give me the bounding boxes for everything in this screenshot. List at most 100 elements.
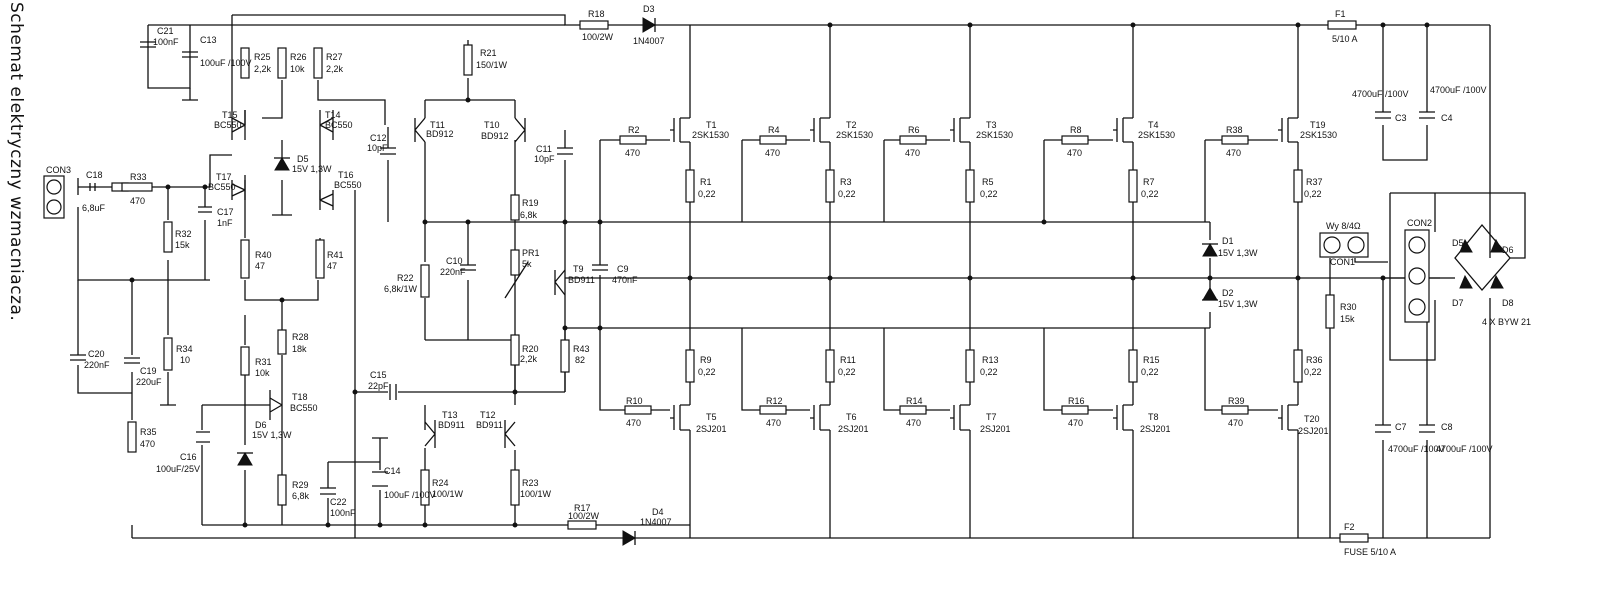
value-con1: Wy 8/4Ω bbox=[1326, 221, 1361, 231]
label-r11: R11 bbox=[840, 355, 856, 365]
value-t19: 2SK1530 bbox=[1300, 130, 1337, 140]
label-t1: T1 bbox=[706, 120, 717, 130]
label-d3: D3 bbox=[643, 4, 655, 14]
label-c15: C15 bbox=[370, 370, 387, 380]
value-r30: 15k bbox=[1340, 314, 1355, 324]
value-t11: BD912 bbox=[426, 129, 454, 139]
label-t9: T9 bbox=[573, 264, 584, 274]
label-c17: C17 bbox=[217, 207, 234, 217]
label-bridge-d7: D7 bbox=[1452, 298, 1464, 308]
value-d1: 15V 1,3W bbox=[1218, 248, 1258, 258]
label-bridge-d5: D5 bbox=[1452, 238, 1464, 248]
value-t16: BC550 bbox=[334, 180, 362, 190]
value-c17: 1nF bbox=[217, 218, 233, 228]
value-c12: 10pF bbox=[367, 143, 388, 153]
label-r34: R34 bbox=[176, 344, 193, 354]
label-r18: R18 bbox=[588, 9, 605, 19]
value-pr1: 5k bbox=[522, 259, 532, 269]
value-t7: 2SJ201 bbox=[980, 424, 1011, 434]
value-t18: BC550 bbox=[290, 403, 318, 413]
label-r1: R1 bbox=[700, 177, 712, 187]
label-r25: R25 bbox=[254, 52, 271, 62]
label-d6: D6 bbox=[255, 420, 267, 430]
label-c4: C4 bbox=[1441, 113, 1453, 123]
label-d5: D5 bbox=[297, 154, 309, 164]
label-d4: D4 bbox=[652, 507, 664, 517]
label-t14: T14 bbox=[325, 110, 341, 120]
value-t13: BD911 bbox=[438, 420, 465, 430]
label-r22: R22 bbox=[397, 273, 414, 283]
label-r35: R35 bbox=[140, 427, 157, 437]
value-r16: 470 bbox=[1068, 418, 1083, 428]
label-d1: D1 bbox=[1222, 236, 1234, 246]
label-r12: R12 bbox=[766, 396, 783, 406]
label-con3: CON3 bbox=[46, 165, 71, 175]
label-f1: F1 bbox=[1335, 9, 1346, 19]
value-c10: 220nF bbox=[440, 267, 466, 277]
value-t14: BC550 bbox=[325, 120, 353, 130]
label-r40: R40 bbox=[255, 250, 272, 260]
value-r37: 0,22 bbox=[1304, 189, 1322, 199]
value-r38: 470 bbox=[1226, 148, 1241, 158]
value-r19: 6,8k bbox=[520, 210, 538, 220]
label-t7: T7 bbox=[986, 412, 997, 422]
label-c3: C3 bbox=[1395, 113, 1407, 123]
value-r2: 470 bbox=[625, 148, 640, 158]
value-r21: 150/1W bbox=[476, 60, 508, 70]
value-c21: 100nF bbox=[153, 37, 179, 47]
value-t8: 2SJ201 bbox=[1140, 424, 1171, 434]
value-c19: 220uF bbox=[136, 377, 162, 387]
value-c18: 6,8uF bbox=[82, 203, 106, 213]
label-r16: R16 bbox=[1068, 396, 1085, 406]
component-labels: R18 100/2W D3 1N4007 F1 5/10 A C21 100nF… bbox=[46, 4, 1531, 557]
value-d6: 15V 1,3W bbox=[252, 430, 292, 440]
label-r14: R14 bbox=[906, 396, 923, 406]
value-r7: 0,22 bbox=[1141, 189, 1159, 199]
value-c7: 4700uF /100V bbox=[1388, 444, 1445, 454]
label-r6: R6 bbox=[908, 125, 920, 135]
label-c16: C16 bbox=[180, 452, 197, 462]
value-r26: 10k bbox=[290, 64, 305, 74]
value-t5: 2SJ201 bbox=[696, 424, 727, 434]
label-r8: R8 bbox=[1070, 125, 1082, 135]
label-r29: R29 bbox=[292, 480, 309, 490]
label-r37: R37 bbox=[1306, 177, 1323, 187]
label-r33: R33 bbox=[130, 172, 147, 182]
value-r10: 470 bbox=[626, 418, 641, 428]
label-c7: C7 bbox=[1395, 422, 1407, 432]
label-bridge-d8: D8 bbox=[1502, 298, 1514, 308]
value-r15: 0,22 bbox=[1141, 367, 1159, 377]
label-r27: R27 bbox=[326, 52, 343, 62]
label-r5: R5 bbox=[982, 177, 994, 187]
label-pr1: PR1 bbox=[522, 248, 540, 258]
label-r28: R28 bbox=[292, 332, 309, 342]
bridge-note: 4 X BYW 21 bbox=[1482, 317, 1531, 327]
value-r6: 470 bbox=[905, 148, 920, 158]
label-bridge-d6: D6 bbox=[1502, 245, 1514, 255]
label-t18: T18 bbox=[292, 392, 308, 402]
value-r28: 18k bbox=[292, 344, 307, 354]
label-con1: CON1 bbox=[1330, 257, 1355, 267]
label-d2: D2 bbox=[1222, 288, 1234, 298]
label-c8: C8 bbox=[1441, 422, 1453, 432]
value-r29: 6,8k bbox=[292, 491, 310, 501]
value-t12: BD911 bbox=[476, 420, 503, 430]
label-r41: R41 bbox=[327, 250, 344, 260]
value-r22: 6,8k/1W bbox=[384, 284, 418, 294]
value-c16: 100uF/25V bbox=[156, 464, 200, 474]
value-c22: 100nF bbox=[330, 508, 356, 518]
label-t13: T13 bbox=[442, 410, 458, 420]
value-c13: 100uF /100V bbox=[200, 58, 252, 68]
junctions bbox=[129, 22, 1430, 528]
label-c21: C21 bbox=[157, 26, 174, 36]
label-r7: R7 bbox=[1143, 177, 1155, 187]
value-c11: 10pF bbox=[534, 154, 555, 164]
label-con2: CON2 bbox=[1407, 218, 1432, 228]
label-t15: T15 bbox=[222, 110, 238, 120]
value-r33: 470 bbox=[130, 196, 145, 206]
label-r10: R10 bbox=[626, 396, 643, 406]
value-t2: 2SK1530 bbox=[836, 130, 873, 140]
value-r23: 100/1W bbox=[520, 489, 552, 499]
value-r9: 0,22 bbox=[698, 367, 716, 377]
